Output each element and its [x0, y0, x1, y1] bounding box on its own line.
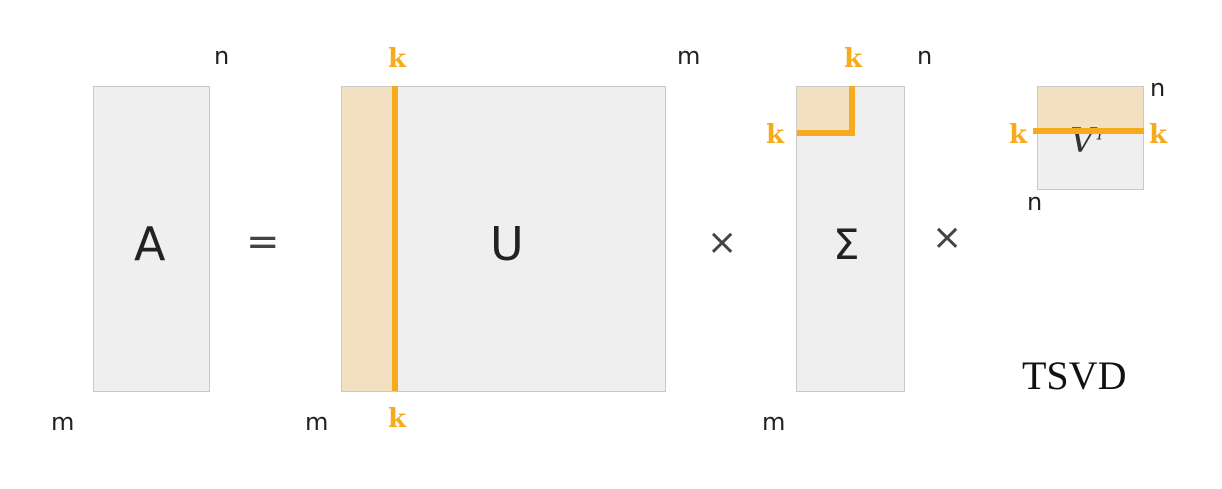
matrix-u-k-cut-line	[392, 86, 398, 391]
matrix-u-k-columns-highlight	[342, 87, 395, 391]
matrix-u-symbol: U	[490, 217, 524, 271]
matrix-a-box	[93, 86, 210, 392]
matrix-sigma-box	[796, 86, 905, 392]
matrix-a-symbol: A	[134, 217, 166, 271]
matrix-vt-letter: V	[1070, 121, 1095, 161]
matrix-sigma-k-horizontal-line	[797, 130, 855, 136]
matrix-vt-k-left-label: k	[1009, 120, 1028, 150]
matrix-vt-rows-label: n	[1027, 188, 1043, 216]
matrix-sigma-k-block-highlight	[797, 87, 852, 133]
matrix-a-rows-label: m	[51, 408, 75, 436]
matrix-sigma-symbol: Σ	[833, 220, 860, 269]
matrix-vt-k-cut-line	[1033, 128, 1144, 134]
diagram-caption: TSVD	[1022, 353, 1127, 398]
matrix-u-cols-label: m	[677, 42, 701, 70]
matrix-u-k-bottom-label: k	[388, 404, 407, 434]
times-sign-1: ×	[707, 222, 738, 263]
matrix-sigma-cols-label: n	[917, 42, 933, 70]
matrix-u-k-top-label: k	[388, 44, 407, 74]
matrix-sigma-k-top-label: k	[844, 44, 863, 74]
equals-sign: =	[246, 219, 280, 265]
matrix-a-cols-label: n	[214, 42, 230, 70]
matrix-vt-k-rows-highlight	[1038, 87, 1143, 130]
matrix-u-rows-label: m	[305, 408, 329, 436]
matrix-vt-superscript: T	[1094, 124, 1106, 144]
matrix-sigma-k-left-label: k	[766, 120, 785, 150]
matrix-sigma-k-vertical-line	[849, 86, 855, 136]
matrix-vt-cols-label: n	[1150, 74, 1166, 102]
matrix-vt-k-right-label: k	[1149, 120, 1168, 150]
times-sign-2: ×	[932, 217, 963, 258]
matrix-sigma-rows-label: m	[762, 408, 786, 436]
